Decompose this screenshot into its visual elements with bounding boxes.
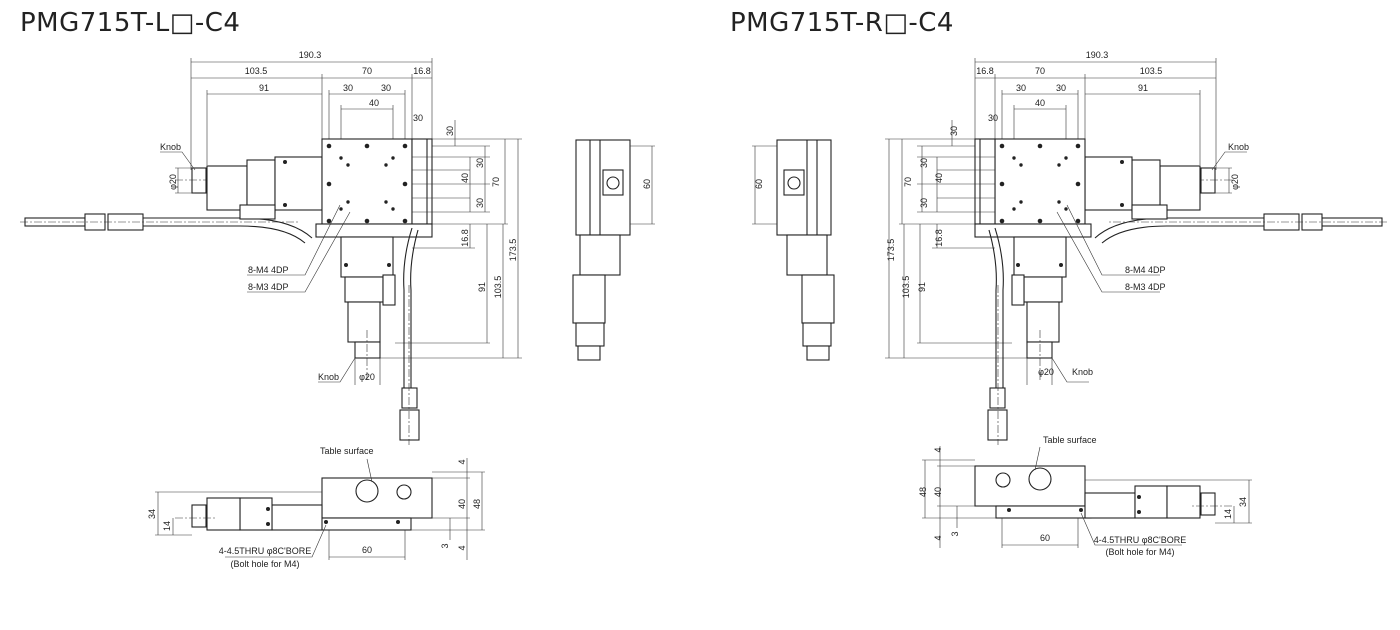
- phi20-label: φ20: [359, 372, 375, 382]
- left-top-view: [19, 57, 523, 446]
- dim-30-vertical: 30: [475, 198, 485, 208]
- dim-30-vertical: 30: [919, 158, 929, 168]
- dim-40: 40: [1035, 98, 1045, 108]
- dim-4: 4: [457, 459, 467, 464]
- knob-label: Knob: [160, 142, 181, 152]
- dim-34: 34: [147, 509, 157, 519]
- dim-70-vertical: 70: [491, 177, 501, 187]
- right-model-title: PMG715T-R□-C4: [730, 8, 954, 38]
- dim-70: 70: [1035, 66, 1045, 76]
- phi20-label: φ20: [168, 174, 178, 190]
- dim-16-8-vertical: 16.8: [460, 229, 470, 247]
- knob-label: Knob: [318, 372, 339, 382]
- dim-14: 14: [1223, 509, 1233, 519]
- dim-30-vertical: 30: [949, 126, 959, 136]
- dim-4: 4: [933, 447, 943, 452]
- left-model-title: PMG715T-L□-C4: [20, 8, 241, 38]
- dim-103-5: 103.5: [1140, 66, 1163, 76]
- right-top-view: [884, 57, 1388, 446]
- m4-tap-label: 8-M4 4DP: [1125, 265, 1166, 275]
- bolt-hole-label: 4-4.5THRU φ8C'BORE: [219, 546, 312, 556]
- dim-91-vertical: 91: [477, 282, 487, 292]
- dim-48: 48: [472, 499, 482, 509]
- dim-48: 48: [918, 487, 928, 497]
- dim-60: 60: [1040, 533, 1050, 543]
- dim-103-5: 103.5: [245, 66, 268, 76]
- dim-173-5-vertical: 173.5: [508, 239, 518, 262]
- side-dim-60: 60: [642, 179, 652, 189]
- dim-14: 14: [162, 521, 172, 531]
- dim-91-vertical: 91: [917, 282, 927, 292]
- dim-91: 91: [1138, 83, 1148, 93]
- dim-173-5-vertical: 173.5: [886, 239, 896, 262]
- dim-4: 4: [457, 545, 467, 550]
- dim-40: 40: [933, 487, 943, 497]
- dim-30-vertical: 30: [475, 158, 485, 168]
- dim-190-3: 190.3: [1086, 50, 1109, 60]
- dim-70-vertical: 70: [903, 177, 913, 187]
- bolt-hole-label: 4-4.5THRU φ8C'BORE: [1094, 535, 1187, 545]
- dim-30: 30: [381, 83, 391, 93]
- phi20-label: φ20: [1230, 174, 1240, 190]
- dim-16-8-vertical: 16.8: [934, 229, 944, 247]
- knob-label: Knob: [1072, 367, 1093, 377]
- left-dimension-labels: 190.3 103.5 70 16.8 91 30 30 40 30 30 30…: [147, 50, 652, 569]
- dim-40-vertical: 40: [460, 173, 470, 183]
- knob-label: Knob: [1228, 142, 1249, 152]
- right-bottom-view: [921, 445, 1253, 549]
- m4-tap-label: 8-M4 4DP: [248, 265, 289, 275]
- dim-30: 30: [413, 113, 423, 123]
- dim-60: 60: [362, 545, 372, 555]
- left-bottom-view: [154, 457, 486, 561]
- dim-4: 4: [933, 535, 943, 540]
- dim-103-5-vertical: 103.5: [901, 276, 911, 299]
- dim-3: 3: [950, 531, 960, 536]
- right-dimension-labels: 190.3 103.5 70 16.8 91 30 30 40 30 30 30…: [754, 50, 1249, 557]
- bolt-hole-note: (Bolt hole for M4): [1105, 547, 1174, 557]
- right-side-view: [751, 139, 835, 361]
- table-surface-label: Table surface: [320, 446, 374, 456]
- dim-3: 3: [440, 543, 450, 548]
- m3-tap-label: 8-M3 4DP: [1125, 282, 1166, 292]
- dim-16-8: 16.8: [413, 66, 431, 76]
- dim-40: 40: [369, 98, 379, 108]
- left-side-view: [572, 139, 656, 361]
- phi20-label: φ20: [1038, 367, 1054, 377]
- dim-103-5-vertical: 103.5: [493, 276, 503, 299]
- dim-30: 30: [1016, 83, 1026, 93]
- dim-30: 30: [1056, 83, 1066, 93]
- dim-91: 91: [259, 83, 269, 93]
- dim-70: 70: [362, 66, 372, 76]
- bolt-hole-note: (Bolt hole for M4): [230, 559, 299, 569]
- dim-190-3: 190.3: [299, 50, 322, 60]
- table-surface-label: Table surface: [1043, 435, 1097, 445]
- side-dim-60: 60: [754, 179, 764, 189]
- dim-40: 40: [457, 499, 467, 509]
- dim-30-vertical: 30: [919, 198, 929, 208]
- m3-tap-label: 8-M3 4DP: [248, 282, 289, 292]
- dim-30: 30: [988, 113, 998, 123]
- dim-30-vertical: 30: [445, 126, 455, 136]
- dim-34: 34: [1238, 497, 1248, 507]
- dim-40-vertical: 40: [934, 173, 944, 183]
- dim-16-8: 16.8: [976, 66, 994, 76]
- dim-30: 30: [343, 83, 353, 93]
